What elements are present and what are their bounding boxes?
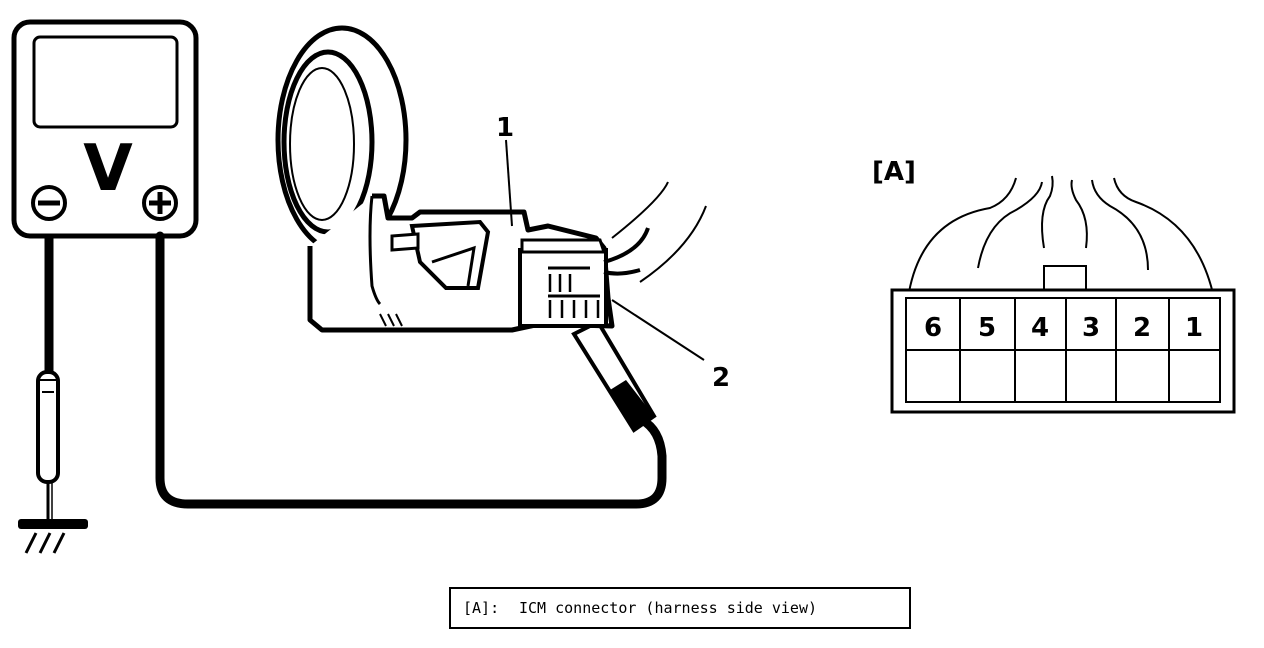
callout-1-label: 1 xyxy=(496,113,514,143)
ignition-coil-unit xyxy=(275,25,707,333)
voltmeter: V xyxy=(11,19,199,239)
connector-harness-wires xyxy=(907,175,1215,299)
meter-display xyxy=(32,35,179,129)
pin-label: 4 xyxy=(1031,313,1049,343)
pin-label: 5 xyxy=(978,313,996,343)
connector-housing xyxy=(890,265,1236,414)
negative-lead xyxy=(36,236,60,522)
callout-2-leader xyxy=(611,299,705,361)
meter-symbol: V xyxy=(83,132,133,206)
plus-terminal-icon xyxy=(142,185,178,221)
pin-label: 3 xyxy=(1082,313,1100,343)
minus-terminal-icon xyxy=(31,185,67,221)
legend-box: [A]: ICM connector (harness side view) xyxy=(449,587,911,629)
positive-lead xyxy=(155,231,667,509)
pin-label: 6 xyxy=(924,313,942,343)
callout-2-label: 2 xyxy=(712,363,730,393)
pin-label: 2 xyxy=(1133,313,1151,343)
callout-1-leader xyxy=(505,139,513,227)
pin-label: 1 xyxy=(1185,313,1203,343)
ground-icon xyxy=(18,519,88,554)
connector-view-label: [A] xyxy=(872,157,916,187)
legend-text: ICM connector (harness side view) xyxy=(519,599,818,617)
legend-key: [A]: xyxy=(463,599,500,617)
